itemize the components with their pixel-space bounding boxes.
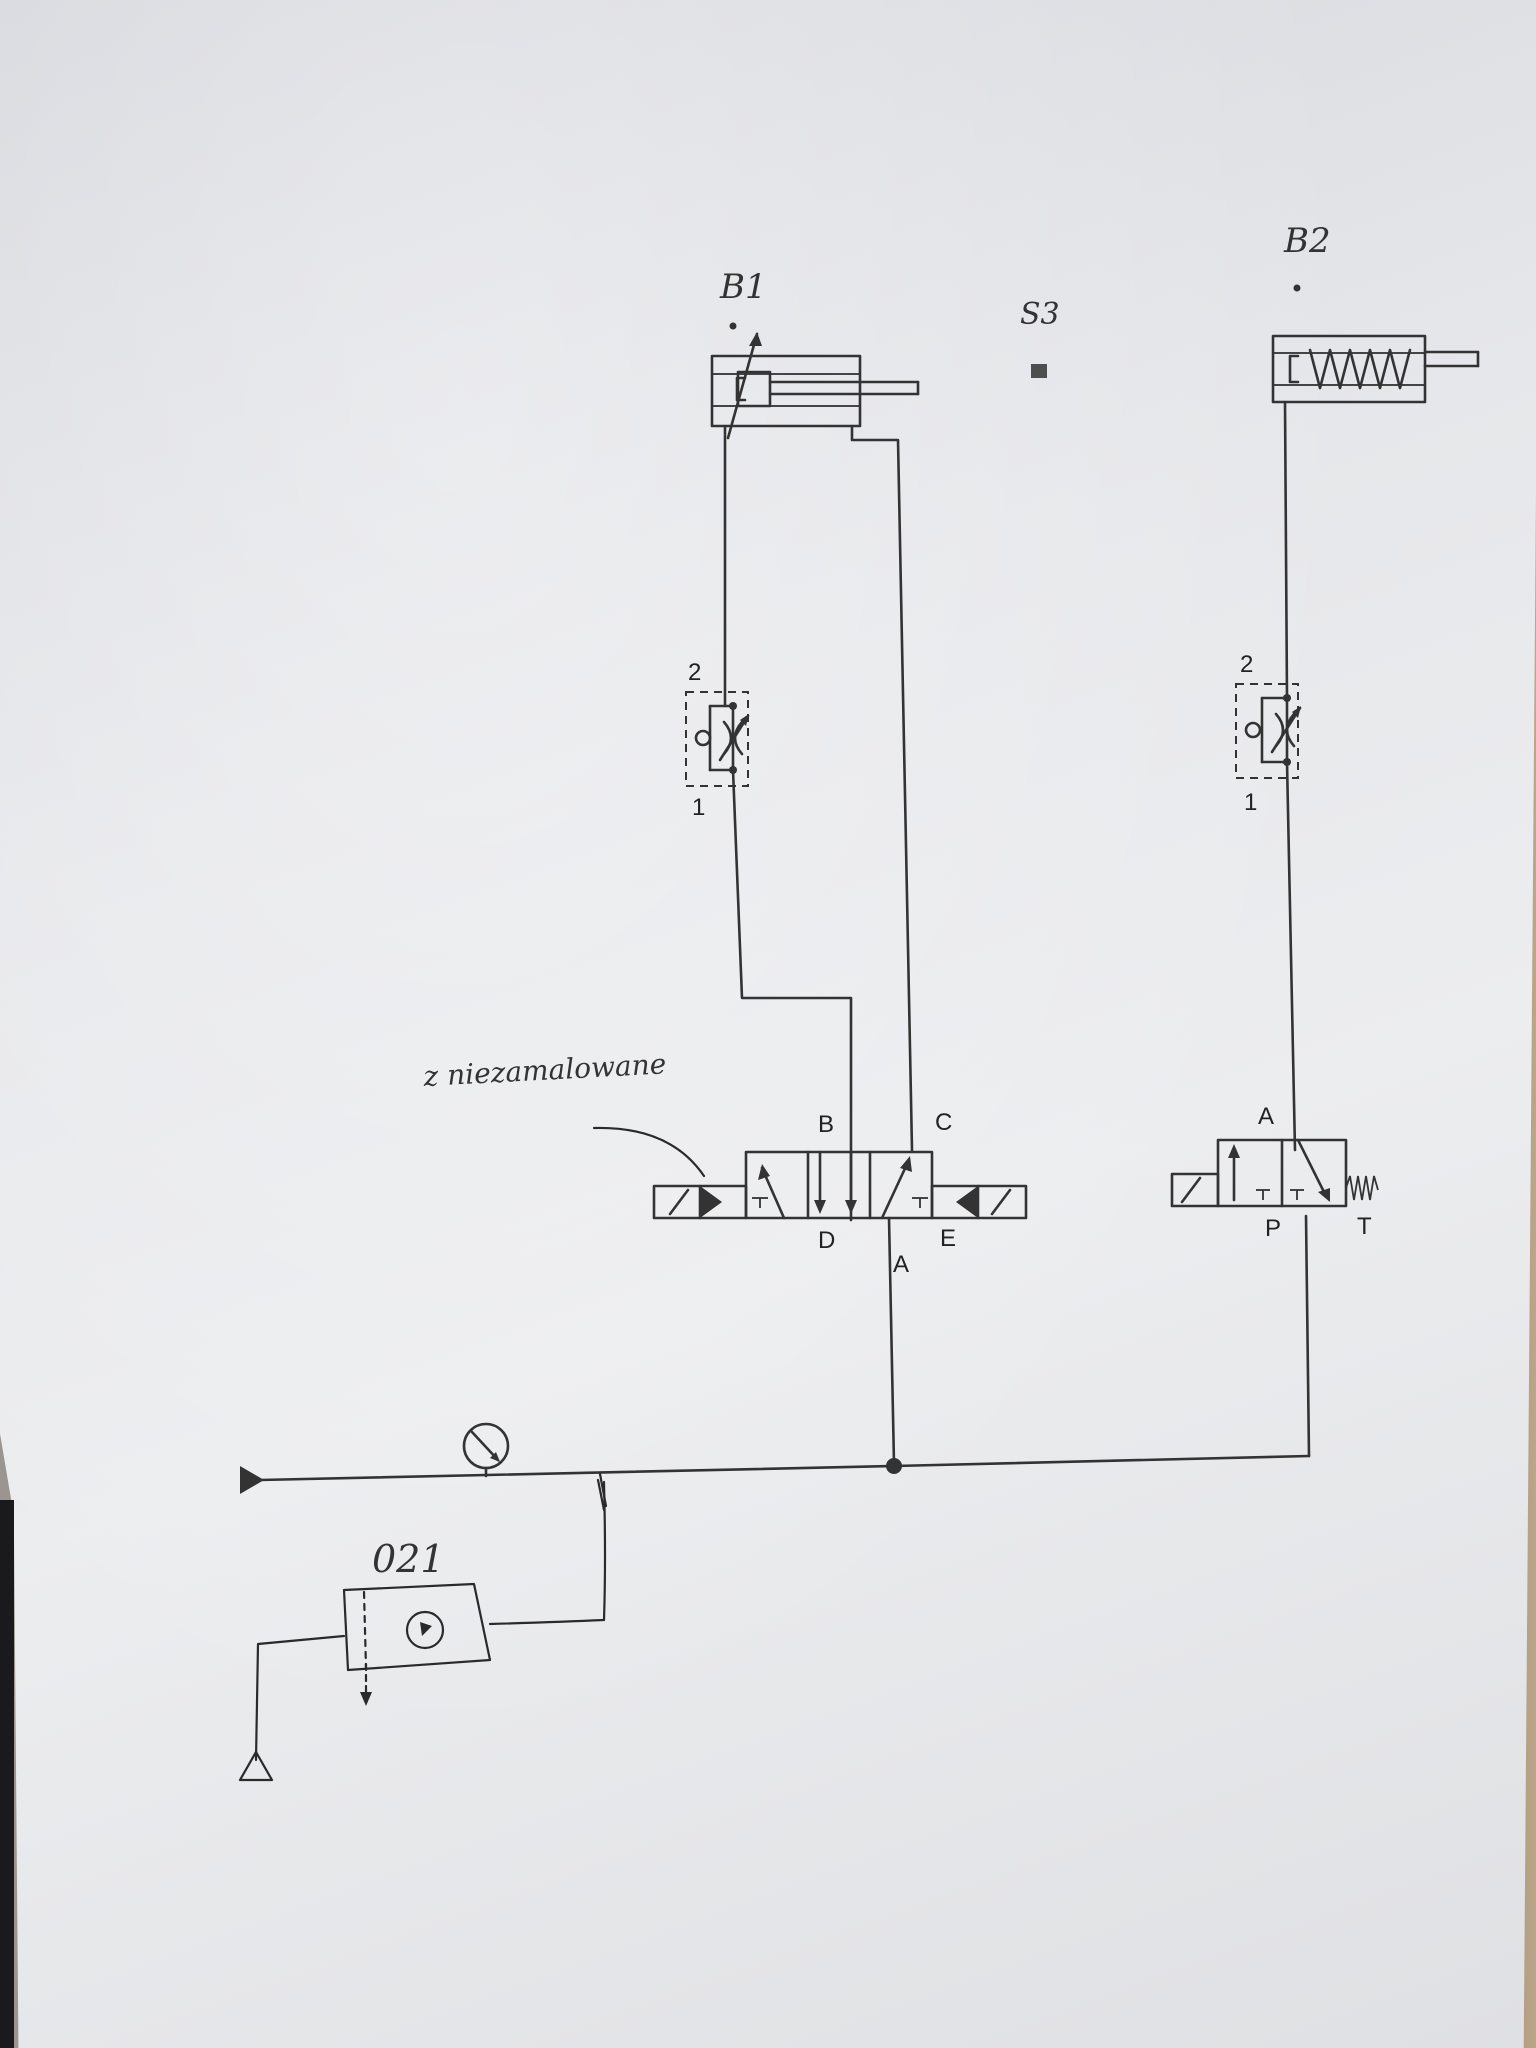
cylinder-b1-label: B1: [719, 267, 767, 307]
valve2-port-a: A: [1258, 1103, 1274, 1130]
flow-valve-1-port-2: 2: [688, 659, 701, 686]
valve2-port-p: P: [1265, 1215, 1281, 1242]
pressure-gauge-icon: [462, 1422, 510, 1478]
sensor-s3-label: S3: [1020, 297, 1060, 332]
cylinder-b2: [1271, 284, 1480, 404]
junction-point: [886, 1458, 902, 1474]
handwritten-note: z niezamalowane: [422, 1047, 667, 1093]
sensor-s3-mark: [1031, 364, 1047, 378]
flow-control-valve-1: [685, 691, 750, 787]
annotation-pointer: [592, 1126, 706, 1178]
flow-control-valve-2: [1235, 683, 1302, 779]
service-unit-sketch: [238, 1472, 608, 1782]
flow-valve-1-port-1: 1: [692, 794, 705, 821]
cylinder-b1: [710, 322, 920, 440]
valve1-port-a: A: [893, 1251, 909, 1278]
service-unit-label: 021: [372, 1537, 445, 1581]
pressure-source-icon: [240, 1466, 264, 1494]
valve1-port-d: D: [818, 1227, 835, 1254]
pipes: [258, 400, 1311, 1482]
flow-valve-2-port-1: 1: [1244, 789, 1257, 816]
directional-valve-5-3: [652, 1150, 1028, 1220]
valve2-port-t: T: [1357, 1213, 1372, 1240]
directional-valve-3-2: [1170, 1138, 1379, 1208]
valve1-port-e: E: [940, 1225, 956, 1252]
cylinder-b2-label: B2: [1283, 221, 1331, 261]
valve1-port-c: C: [935, 1109, 952, 1136]
flow-valve-2-port-2: 2: [1240, 651, 1253, 678]
valve1-port-b: B: [818, 1111, 834, 1138]
dark-background: [0, 1500, 14, 2048]
